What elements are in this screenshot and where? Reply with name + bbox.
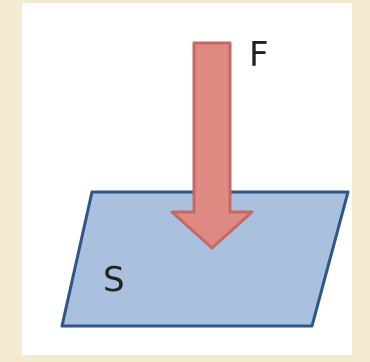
force-label: F xyxy=(249,35,269,75)
surface-parallelogram xyxy=(60,190,350,328)
surface-label: S xyxy=(103,260,125,300)
force-arrow xyxy=(170,41,254,250)
